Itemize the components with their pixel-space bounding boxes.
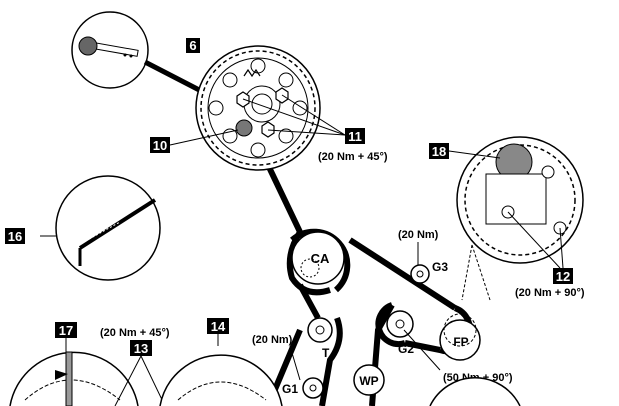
pulley-g2: G2 bbox=[386, 310, 414, 356]
svg-text:11: 11 bbox=[348, 129, 362, 144]
callout-17: 17 bbox=[55, 322, 77, 338]
locking-pin-inset bbox=[71, 11, 240, 113]
svg-text:G2: G2 bbox=[398, 342, 414, 356]
svg-text:T: T bbox=[322, 346, 330, 360]
callout-18: 18 bbox=[429, 143, 449, 159]
torque-tensioner: (20 Nm) bbox=[252, 334, 293, 346]
tensioner-t: T bbox=[307, 317, 333, 360]
svg-text:16: 16 bbox=[8, 229, 22, 244]
callout-11-leaders bbox=[242, 94, 346, 136]
callout-6: 6 bbox=[186, 38, 200, 53]
camshaft-gear bbox=[195, 45, 321, 171]
locking-pin-icon bbox=[78, 36, 139, 58]
allen-key-tool-icon bbox=[78, 198, 157, 266]
torque-g3: (20 Nm) bbox=[398, 229, 439, 241]
callout-11: 11 bbox=[345, 128, 365, 144]
fuel-pump-inset bbox=[456, 136, 584, 301]
svg-text:G1: G1 bbox=[282, 382, 298, 396]
pulley-fp: FP bbox=[439, 313, 481, 361]
svg-text:10: 10 bbox=[153, 138, 167, 153]
callout-13: 13 bbox=[130, 340, 152, 356]
crankshaft-inset-14 bbox=[159, 354, 283, 406]
svg-text:12: 12 bbox=[556, 269, 570, 284]
pulley-ca: CA bbox=[291, 231, 345, 285]
svg-text:17: 17 bbox=[59, 323, 73, 338]
callout-12: 12 bbox=[553, 268, 573, 284]
callout-14: 14 bbox=[207, 318, 229, 334]
svg-text:G3: G3 bbox=[432, 260, 448, 274]
svg-text:CA: CA bbox=[311, 251, 330, 266]
callout-10: 10 bbox=[150, 137, 170, 153]
bottom-right-inset bbox=[429, 377, 521, 406]
crankshaft-inset-17 bbox=[9, 351, 139, 406]
torque-12: (20 Nm + 90°) bbox=[515, 287, 585, 299]
torque-13: (20 Nm + 45°) bbox=[100, 327, 170, 339]
svg-text:WP: WP bbox=[359, 374, 378, 388]
svg-text:14: 14 bbox=[211, 319, 226, 334]
torque-11: (20 Nm + 45°) bbox=[318, 151, 388, 163]
locking-tool-inset bbox=[40, 175, 161, 281]
svg-text:FP: FP bbox=[453, 335, 468, 349]
pulley-g3: G3 bbox=[410, 260, 448, 284]
svg-text:13: 13 bbox=[134, 341, 148, 356]
svg-text:18: 18 bbox=[432, 144, 446, 159]
callout-16: 16 bbox=[5, 228, 25, 244]
svg-text:6: 6 bbox=[189, 38, 196, 53]
water-pump-wp: WP bbox=[353, 364, 385, 396]
pulley-g1: G1 bbox=[282, 377, 324, 399]
